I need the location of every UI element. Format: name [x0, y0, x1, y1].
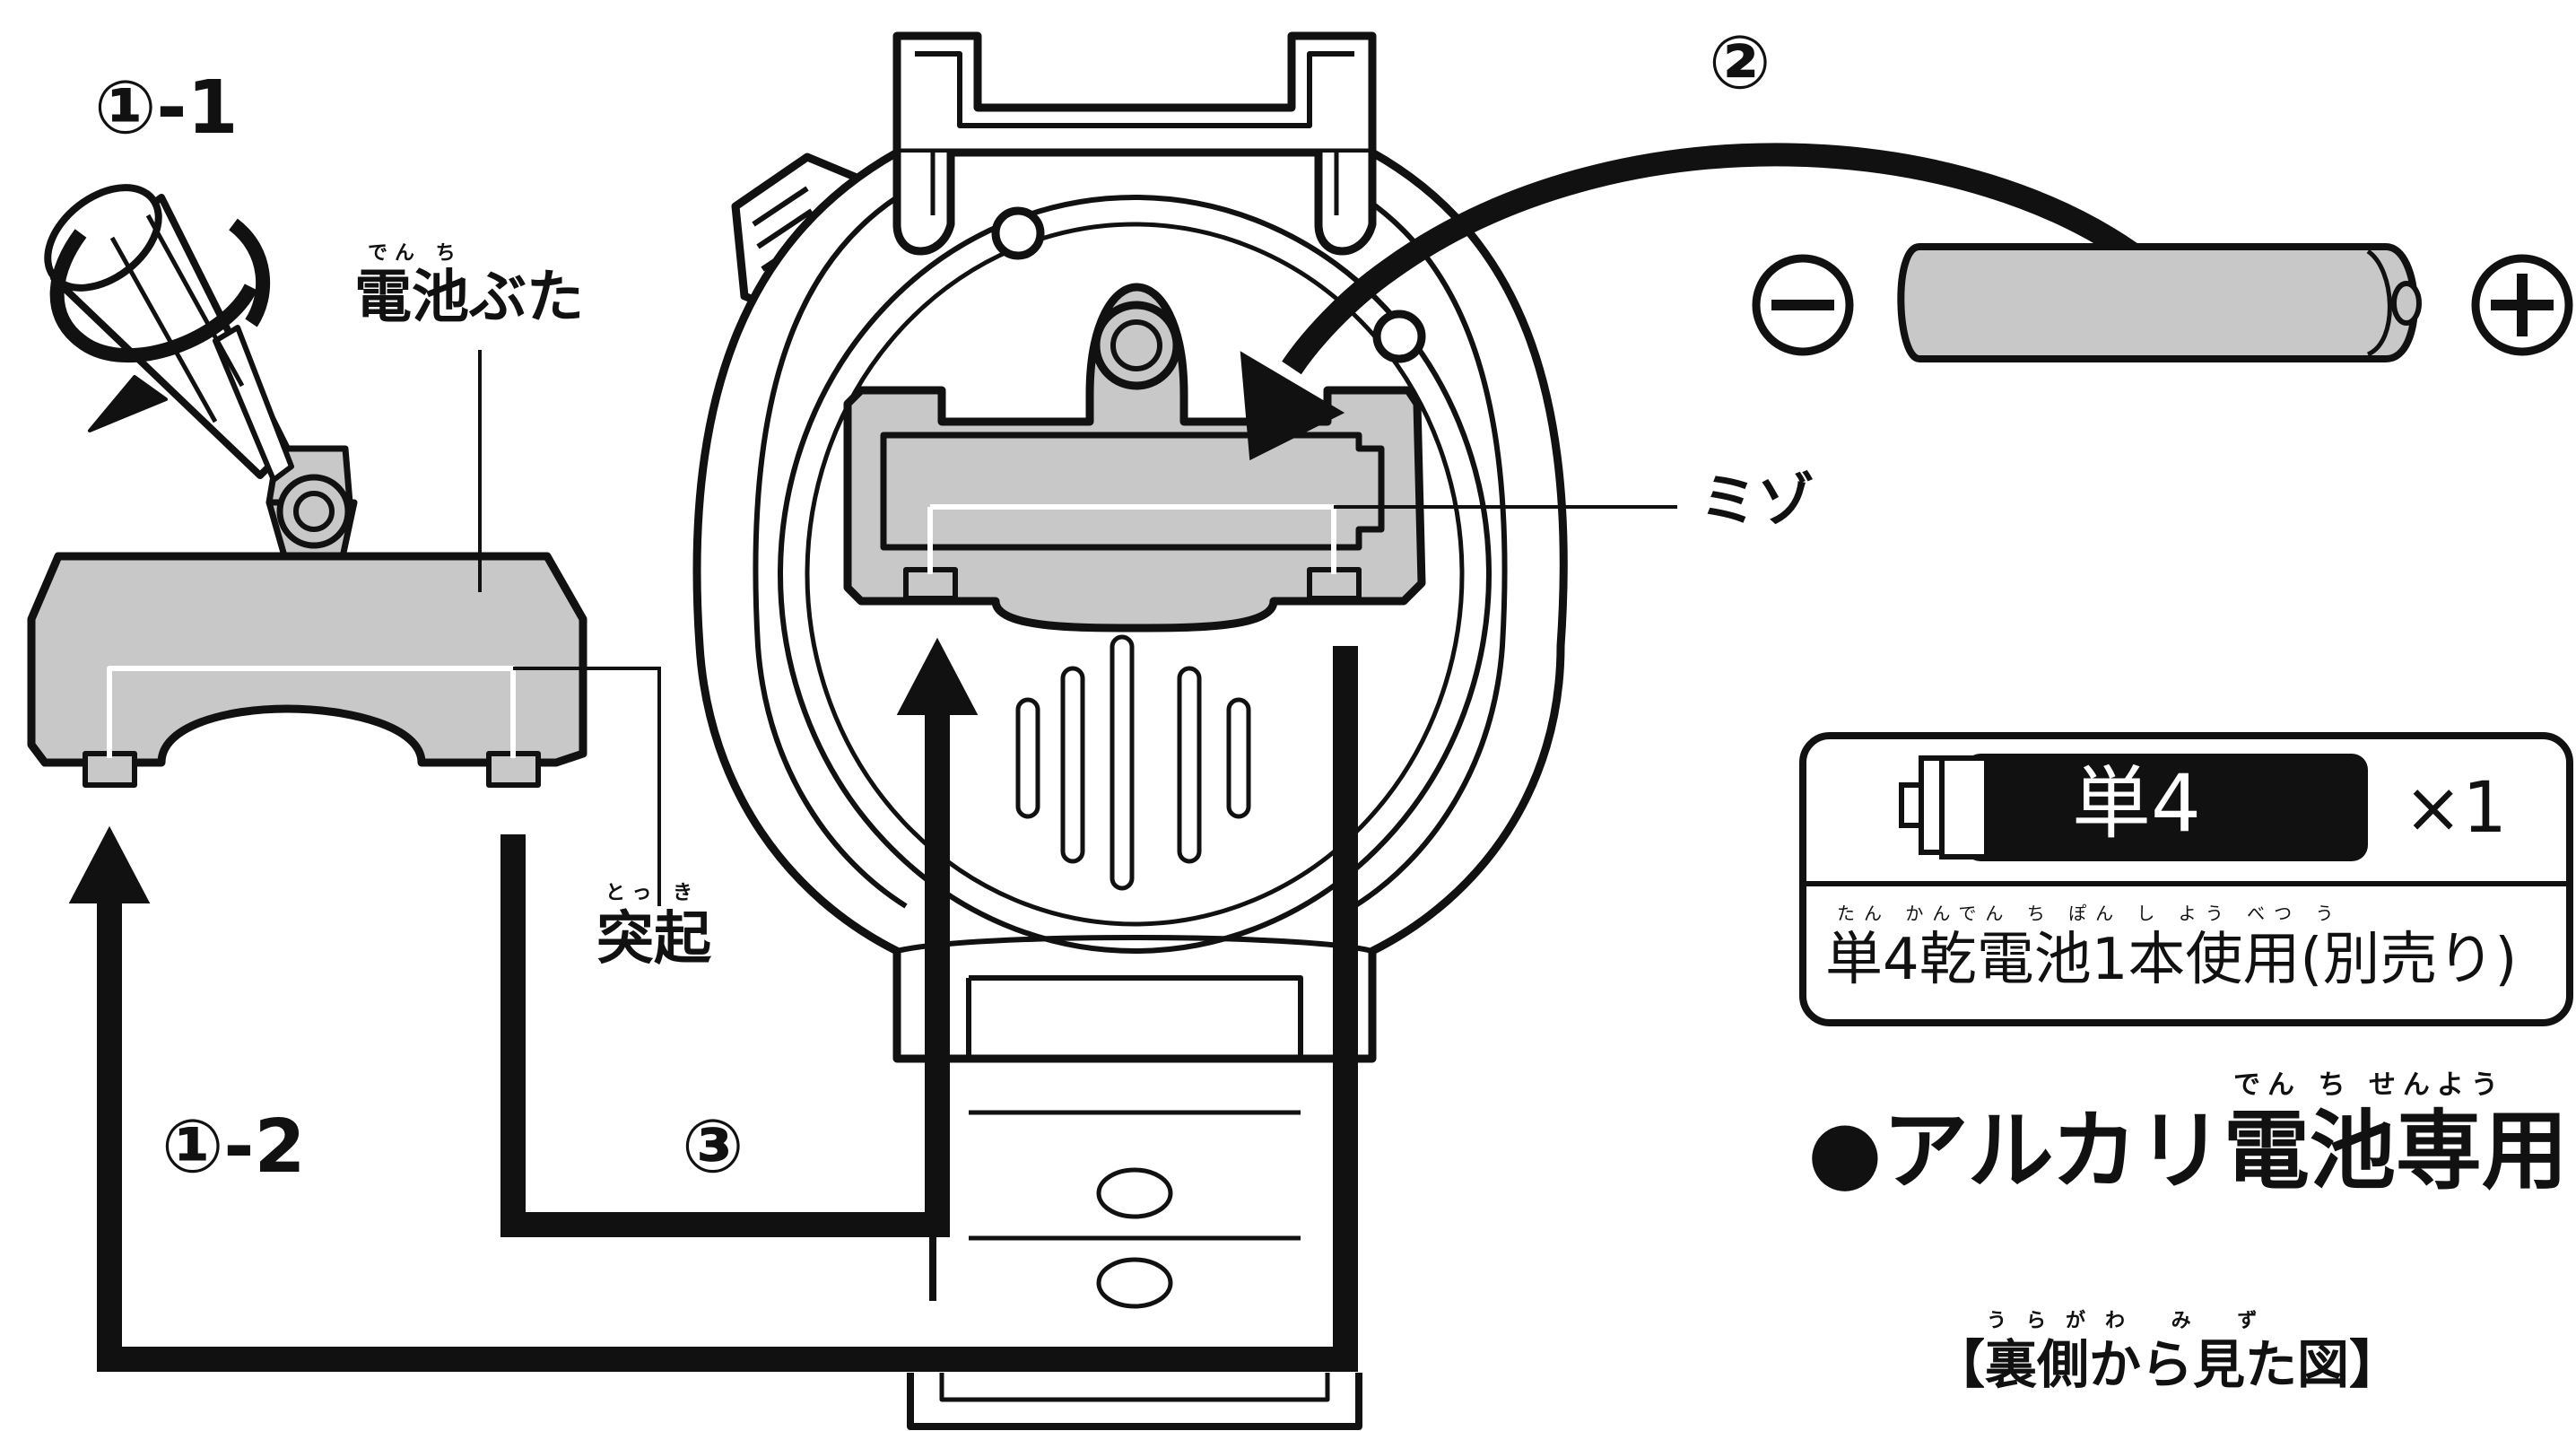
battery-type-text: 単4: [2072, 757, 2201, 850]
battery-cover-label: 電池ぶた: [354, 265, 584, 331]
rotate-arrow-icon: [49, 218, 271, 432]
battery-note-text: 単4乾電池1本使用(別売り): [1825, 927, 2518, 993]
view-note-ruby: うらがわ み ず: [1987, 1310, 2277, 1332]
step-2-label: ②: [1709, 21, 1771, 106]
view-note: 【裏側から見た図】: [1933, 1334, 2402, 1395]
alkaline-only-note: ●アルカリ電池専用: [1807, 1101, 2568, 1201]
protrusion-ruby: とっ き: [605, 882, 700, 904]
step-1-2-label: ①-2: [161, 1104, 306, 1190]
leader-lines: [478, 350, 1677, 906]
screwdriver-icon: [44, 184, 294, 483]
minus-icon: [1752, 254, 1854, 356]
battery-info-box: [1799, 732, 2573, 1026]
battery-quantity-text: ×1: [2404, 768, 2507, 849]
battery-note-ruby: たん かんでん ち ぽん し よう べつ う: [1837, 903, 2343, 924]
battery-icon: [1897, 243, 2422, 362]
alkaline-ruby: でん ち せんよう: [2233, 1069, 2505, 1101]
protrusion-label: 突起: [596, 906, 711, 973]
step-1-1-label: ①-1: [94, 65, 239, 151]
step-3-label: ③: [682, 1104, 744, 1190]
battery-cover-ruby: でん ち: [368, 242, 463, 265]
step-arrows: [68, 143, 2161, 1372]
plus-icon: [2471, 254, 2573, 356]
battery-cover: [27, 184, 587, 788]
groove-label: ミゾ: [1700, 468, 1815, 535]
